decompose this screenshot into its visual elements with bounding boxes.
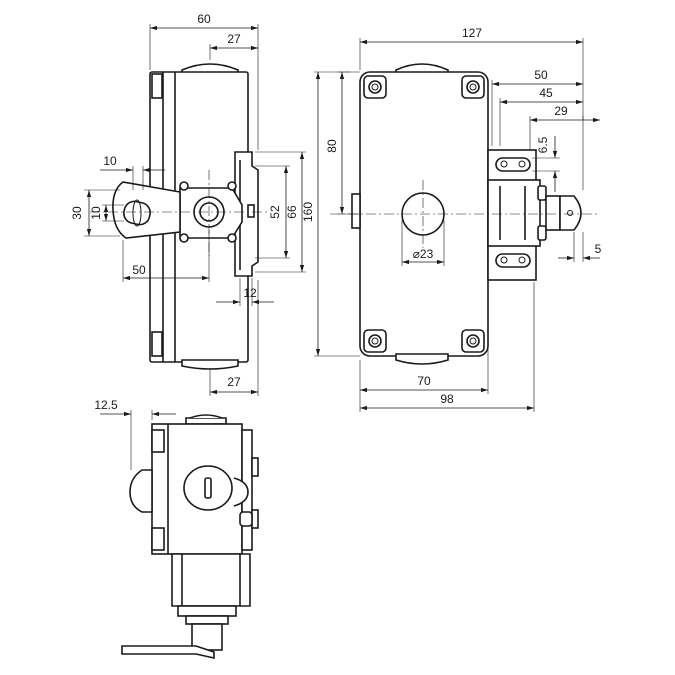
dim-12-5: 12.5 xyxy=(94,398,118,412)
dim-27-top: 27 xyxy=(227,32,241,46)
corner-screw-icon xyxy=(461,329,485,353)
dim-diameter-23: ⌀23 xyxy=(413,247,434,261)
side-view-dimensions: 60 27 27 10 30 10 50 52 xyxy=(70,12,306,396)
side-view xyxy=(90,63,270,370)
dim-29: 29 xyxy=(554,104,568,118)
corner-screw-icon xyxy=(363,75,387,99)
dim-12: 12 xyxy=(243,286,257,300)
corner-screw-icon xyxy=(363,329,387,353)
dim-5: 5 xyxy=(595,242,602,256)
dim-30: 30 xyxy=(70,206,84,220)
dim-45: 45 xyxy=(539,86,553,100)
dim-66: 66 xyxy=(285,205,299,219)
corner-screw-icon xyxy=(461,75,485,99)
bottom-view-dimensions: 12.5 xyxy=(94,398,176,470)
dim-50-lever: 50 xyxy=(132,263,146,277)
front-view-dimensions: 127 50 45 29 6.5 5 80 160 xyxy=(301,26,602,412)
dim-6-5: 6.5 xyxy=(536,136,550,153)
dim-60: 60 xyxy=(197,12,211,26)
dim-10-inner: 10 xyxy=(89,206,103,220)
dim-70: 70 xyxy=(417,374,431,388)
dim-50-front: 50 xyxy=(534,68,548,82)
dim-52: 52 xyxy=(268,205,282,219)
dim-160: 160 xyxy=(301,202,315,222)
dim-127: 127 xyxy=(462,26,482,40)
dim-98: 98 xyxy=(440,392,454,406)
dim-10-lever-width: 10 xyxy=(103,154,117,168)
dim-27-bottom: 27 xyxy=(227,375,241,389)
dim-80: 80 xyxy=(325,139,339,153)
bottom-view xyxy=(121,414,259,659)
front-view xyxy=(330,63,600,365)
